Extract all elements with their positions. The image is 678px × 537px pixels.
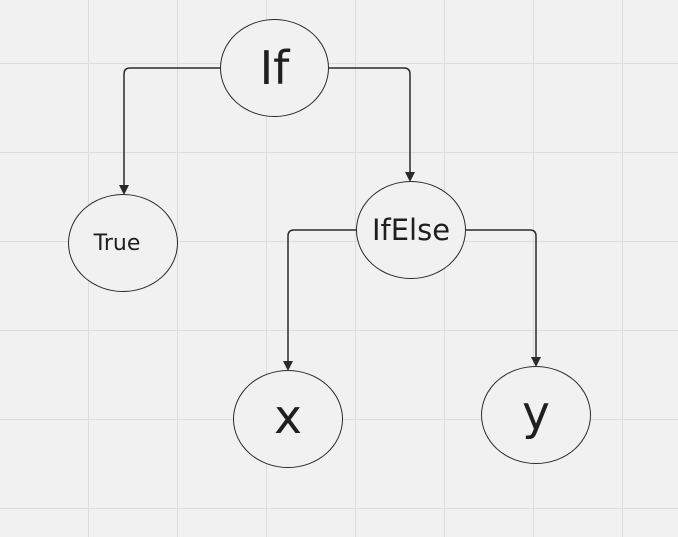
node-if-label: If xyxy=(259,41,290,95)
edge-ifelse-to-y xyxy=(466,229,541,367)
node-x[interactable]: x xyxy=(233,370,343,468)
edge-if-to-true xyxy=(119,67,220,195)
node-ifelse[interactable]: IfElse xyxy=(356,181,466,279)
node-y[interactable]: y xyxy=(481,366,591,464)
edge-if-to-ifelse xyxy=(329,67,415,182)
node-x-label: x xyxy=(274,389,302,445)
node-ifelse-label: IfElse xyxy=(371,213,451,247)
edge-ifelse-to-x xyxy=(283,229,356,371)
node-true[interactable]: True xyxy=(68,194,178,292)
node-true-label: True xyxy=(93,230,141,256)
node-y-label: y xyxy=(522,385,550,441)
node-if[interactable]: If xyxy=(220,19,329,117)
